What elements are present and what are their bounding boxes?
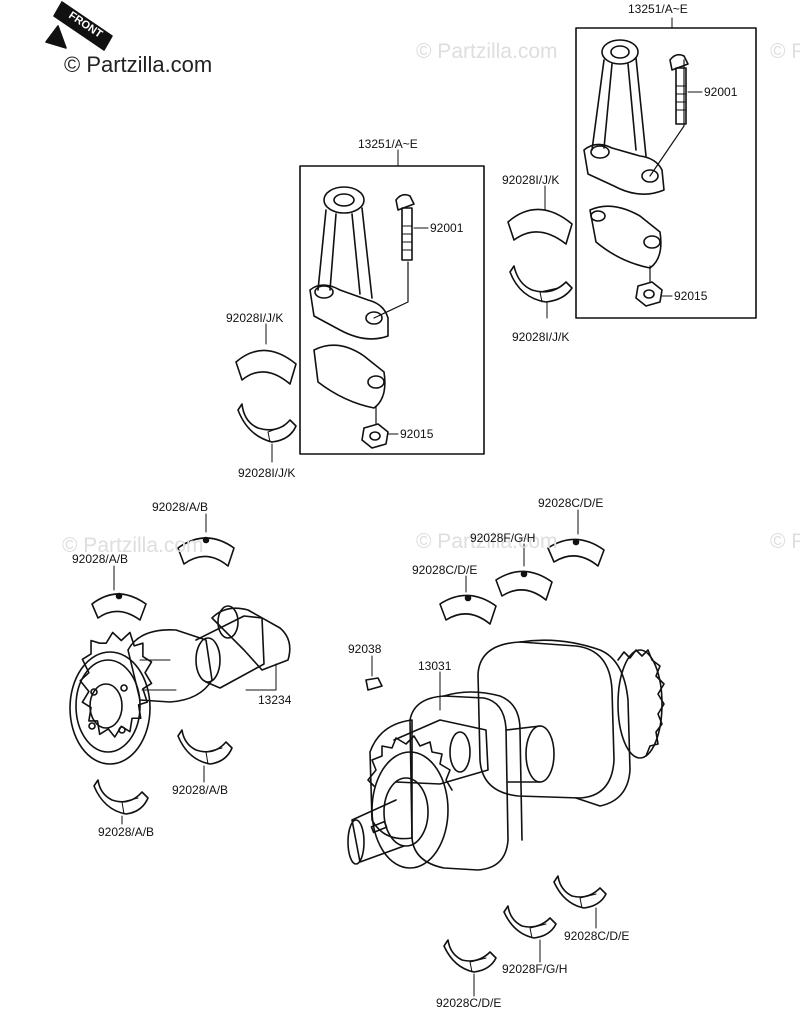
conrod-assy-box-right xyxy=(575,27,757,319)
label-bearing-upper-right[interactable]: 92028I/J/K xyxy=(502,173,560,187)
bearing-shell-upper-left[interactable] xyxy=(236,350,296,384)
label-main-bearing-bottom-left[interactable]: 92028C/D/E xyxy=(436,996,502,1010)
main-bearing-top-right[interactable] xyxy=(548,539,604,566)
label-main-bearing-top-left[interactable]: 92028C/D/E xyxy=(412,563,478,577)
label-balancer-bearing-top-1[interactable]: 92028/A/B xyxy=(152,500,209,514)
balancer-bearing-bottom-2[interactable] xyxy=(94,780,148,814)
woodruff-key[interactable] xyxy=(366,678,382,690)
balancer-bearing-bottom-1[interactable] xyxy=(178,730,232,764)
label-crankshaft[interactable]: 13031 xyxy=(418,659,452,673)
label-nut-right[interactable]: 92015 xyxy=(674,289,708,303)
label-conrod-assy-left[interactable]: 13251/A~E xyxy=(358,137,418,151)
conrod-assy-box-left xyxy=(299,165,485,455)
label-nut-left[interactable]: 92015 xyxy=(400,427,434,441)
label-main-bearing-bottom-mid[interactable]: 92028F/G/H xyxy=(502,962,568,976)
bearing-shell-lower-left[interactable] xyxy=(238,404,296,442)
label-key[interactable]: 92038 xyxy=(348,642,382,656)
balancer-bearing-top-1[interactable] xyxy=(92,594,146,621)
leader-lines xyxy=(113,17,703,997)
main-bearing-bottom-mid[interactable] xyxy=(504,906,556,938)
label-main-bearing-top-mid[interactable]: 92028F/G/H xyxy=(470,531,536,545)
conrod-nut-right[interactable] xyxy=(636,266,662,306)
label-bearing-upper-left[interactable]: 92028I/J/K xyxy=(226,311,284,325)
label-bearing-lower-left[interactable]: 92028I/J/K xyxy=(238,466,296,480)
label-bearing-lower-right[interactable]: 92028I/J/K xyxy=(512,330,570,344)
conrod-left[interactable] xyxy=(310,187,408,408)
main-bearing-top-mid[interactable] xyxy=(496,571,552,600)
label-balancer-bearing-top-2[interactable]: 92028/A/B xyxy=(72,552,129,566)
crankshaft[interactable] xyxy=(348,640,664,870)
conrod-nut-left[interactable] xyxy=(362,406,388,448)
label-balancer-shaft[interactable]: 13234 xyxy=(258,693,292,707)
main-bearing-bottom-left[interactable] xyxy=(444,940,496,972)
conrod-right[interactable] xyxy=(584,40,684,268)
label-conrod-assy-right[interactable]: 13251/A~E xyxy=(628,2,688,16)
label-balancer-bearing-bottom-1[interactable]: 92028/A/B xyxy=(172,783,229,797)
label-main-bearing-bottom-right[interactable]: 92028C/D/E xyxy=(564,929,630,943)
main-bearing-top-left[interactable] xyxy=(440,595,496,624)
label-bolt-right[interactable]: 92001 xyxy=(704,85,738,99)
brand-logo: © Partzilla.com xyxy=(64,52,213,77)
bearing-shell-upper-right[interactable] xyxy=(508,209,572,244)
conrod-bolt-left[interactable] xyxy=(396,195,414,260)
conrod-bolt-right[interactable] xyxy=(670,55,688,124)
balancer-gear xyxy=(80,632,151,737)
label-balancer-bearing-bottom-2[interactable]: 92028/A/B xyxy=(98,825,155,839)
label-bolt-left[interactable]: 92001 xyxy=(430,221,464,235)
balancer-bearing-top-2[interactable] xyxy=(178,538,234,567)
front-arrow-icon: FRONT xyxy=(45,1,113,51)
balancer-shaft[interactable] xyxy=(70,606,290,764)
bearing-shell-lower-right[interactable] xyxy=(510,266,572,302)
main-bearing-bottom-right[interactable] xyxy=(554,876,606,908)
label-main-bearing-top-right[interactable]: 92028C/D/E xyxy=(538,496,604,510)
